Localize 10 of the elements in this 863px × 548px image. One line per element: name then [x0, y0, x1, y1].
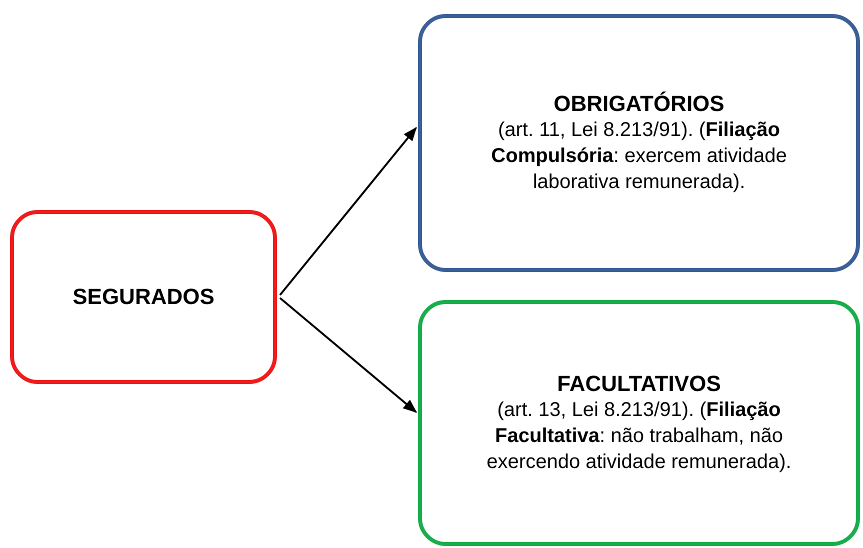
arrow: [279, 297, 418, 413]
category-box: [418, 14, 860, 272]
category-box: [418, 300, 860, 546]
box-heading: OBRIGATÓRIOS: [554, 90, 724, 118]
box-heading: SEGURADOS: [72, 284, 214, 310]
arrow: [279, 126, 417, 296]
box-description: (art. 13, Lei 8.213/91). (Filiação Facultativa: não trabalham, não exercendo atividade remunerada).: [486, 398, 792, 476]
box-heading: FACULTATIVOS: [557, 370, 721, 398]
box-description: (art. 11, Lei 8.213/91). (Filiação Compulsória: exercem atividade laborativa remunerada).: [490, 118, 788, 196]
category-box: [10, 210, 277, 384]
